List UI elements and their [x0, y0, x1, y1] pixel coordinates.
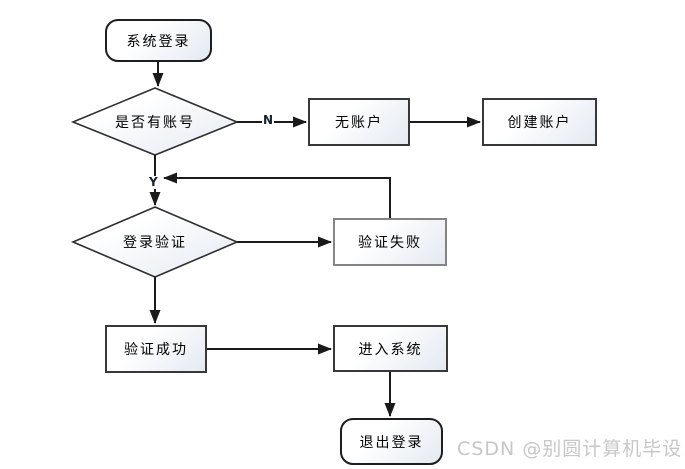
node-start-label: 系统登录 [126, 33, 191, 50]
node-create-account-label: 创建账户 [507, 115, 572, 131]
node-has-account-label-wrap: 是否有账号 [83, 108, 227, 136]
node-logout-label: 退出登录 [359, 434, 424, 451]
csdn-watermark: CSDN @别圆计算机毕设 [457, 438, 683, 460]
node-verify-fail: 验证失败 [333, 218, 447, 266]
edge-verify-fail-loop-back [163, 172, 391, 218]
node-login-verify-label-wrap: 登录验证 [93, 228, 217, 256]
node-verify-success-label: 验证成功 [124, 342, 188, 358]
node-enter-system: 进入系统 [333, 325, 448, 372]
branch-label-y: Y [148, 175, 159, 189]
node-verify-fail-label: 验证失败 [358, 235, 422, 251]
node-no-account: 无账户 [308, 98, 410, 146]
node-logout: 退出登录 [340, 418, 443, 465]
node-create-account: 创建账户 [482, 98, 597, 146]
branch-label-n: N [262, 113, 275, 127]
node-enter-system-label: 进入系统 [358, 341, 423, 358]
node-login-verify-label: 登录验证 [123, 235, 187, 251]
node-has-account-label: 是否有账号 [115, 115, 195, 131]
node-start: 系统登录 [105, 19, 212, 62]
node-no-account-label: 无账户 [335, 115, 383, 131]
node-verify-success: 验证成功 [105, 325, 207, 373]
